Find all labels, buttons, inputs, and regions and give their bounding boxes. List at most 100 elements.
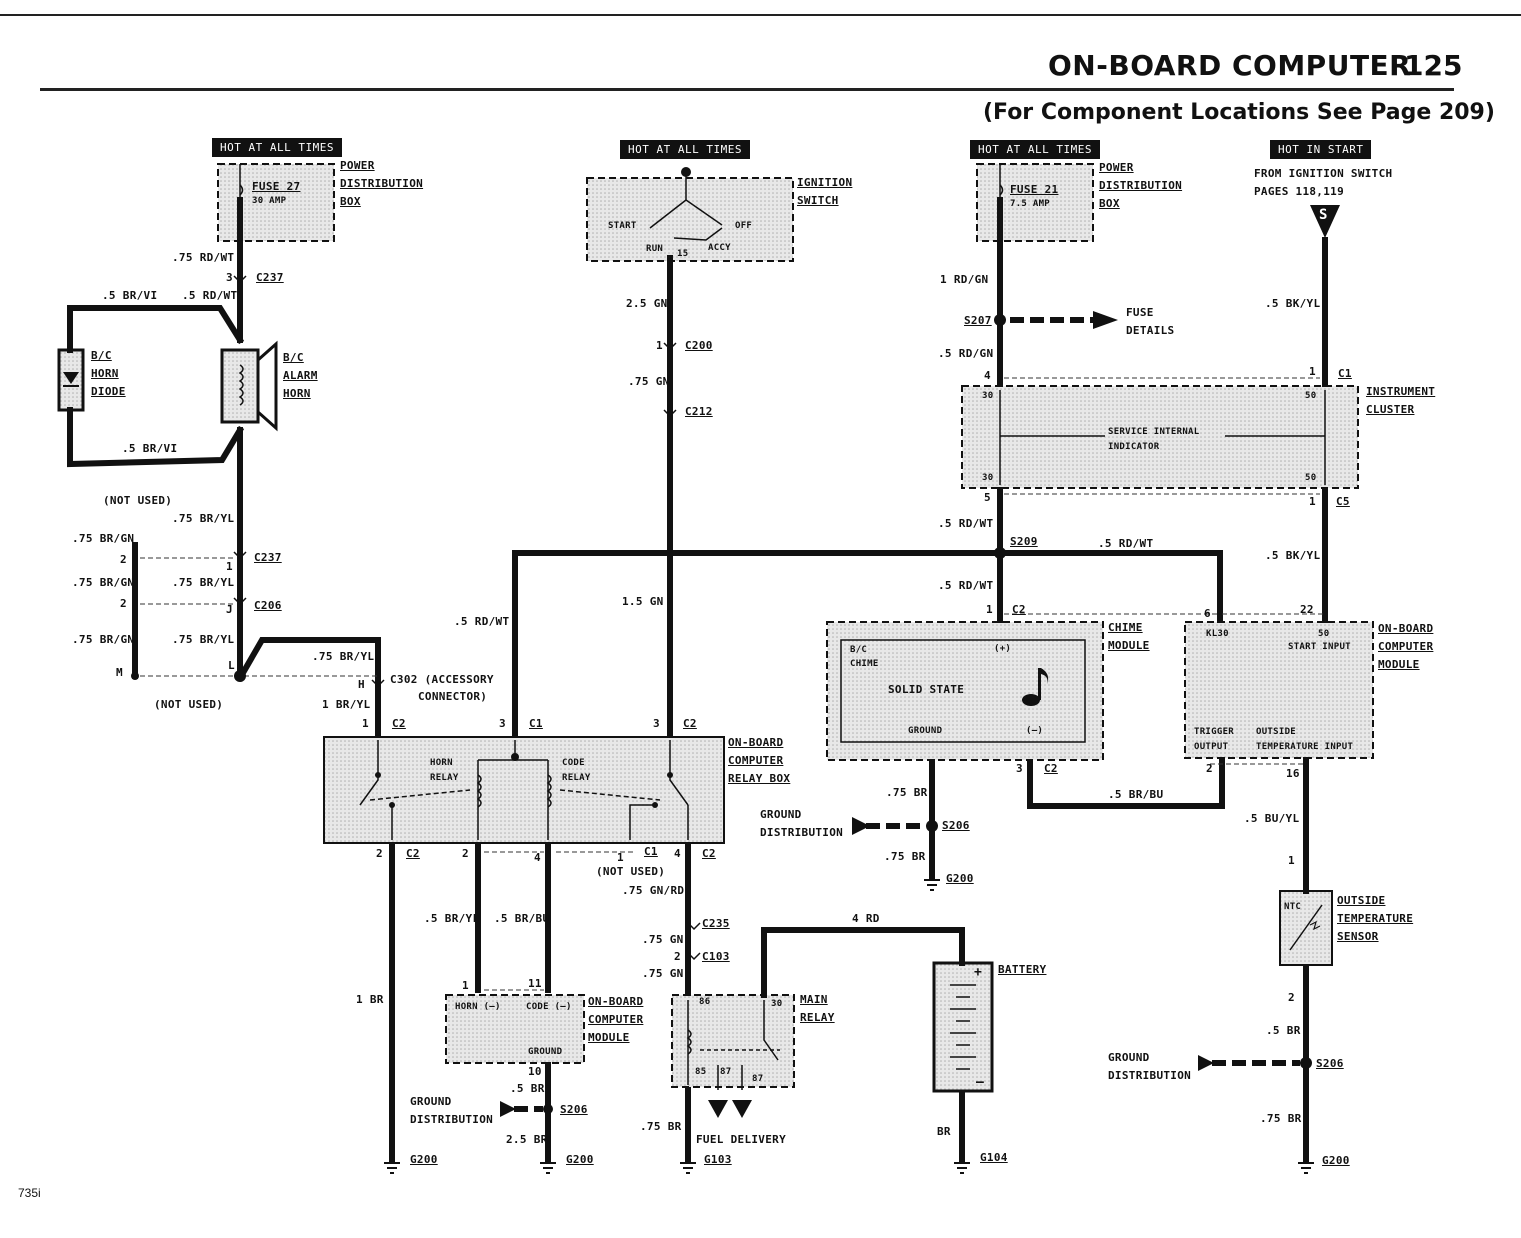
cluster-label-1: INSTRUMENT <box>1366 385 1436 398</box>
obc-trigger-2: OUTPUT <box>1194 742 1229 752</box>
chime-bc-2: CHIME <box>850 659 879 669</box>
obc-kl30: KL30 <box>1206 629 1229 639</box>
wire-label: 4 RD <box>852 912 880 925</box>
pdb-right-label-3: BOX <box>1099 197 1120 210</box>
relay-top-conn: C2 <box>392 717 406 730</box>
obc-right-label-2: COMPUTER <box>1378 640 1434 653</box>
horn-label-3: HORN <box>283 387 311 400</box>
footer-model: 735i <box>18 1186 41 1200</box>
relay-top-pin: 1 <box>362 717 369 730</box>
relay-bottom-pin: 1 <box>617 851 624 864</box>
hot-in-start: HOT IN START <box>1270 140 1372 159</box>
ign-off: OFF <box>735 221 753 231</box>
wire-label: .75 GN/RD <box>622 884 685 897</box>
pin-label: 2 <box>1288 991 1295 1004</box>
relay-top-conn: C2 <box>683 717 697 730</box>
wire-label: .75 BR <box>1260 1112 1302 1125</box>
pin-label: 2 <box>120 553 127 566</box>
pin-label: 16 <box>1286 767 1300 780</box>
ground-g104: G104 <box>980 1151 1008 1164</box>
ground-g200-a: G200 <box>410 1153 438 1166</box>
relay-bottom-pin: 2 <box>376 847 383 860</box>
header-rule <box>40 88 1454 91</box>
hot-at-all-times-3: HOT AT ALL TIMES <box>970 140 1100 159</box>
wire-label: .5 RD/WT <box>1098 537 1154 550</box>
wire-label: .5 BR <box>1266 1024 1301 1037</box>
wire-label: .5 RD/GN <box>938 347 994 360</box>
pin-label: 1 <box>986 603 993 616</box>
chime-minus: (–) <box>1026 726 1044 736</box>
diode-label-3: DIODE <box>91 385 126 398</box>
pin-label: 2 <box>120 597 127 610</box>
horn-relay-2: RELAY <box>430 773 459 783</box>
page-number: 125 <box>1404 49 1463 82</box>
wire-label: .75 BR/GN <box>72 576 135 589</box>
indicator-2: INDICATOR <box>1108 442 1160 452</box>
ground-dist-2: DISTRIBUTION <box>760 826 844 839</box>
wire-label: 1 BR <box>356 993 384 1006</box>
pin-label: L <box>228 659 235 672</box>
fuse-27-amp: 30 AMP <box>252 196 287 206</box>
pin-label: M <box>116 666 123 679</box>
obc-small-label-2: COMPUTER <box>588 1013 644 1026</box>
relay-bottom-pin: 4 <box>674 847 681 860</box>
ground-dist-2: DISTRIBUTION <box>1108 1069 1192 1082</box>
ign-accy: ACCY <box>708 243 731 253</box>
wire-label: 1.5 GN <box>622 595 664 608</box>
pdb-right-label-1: POWER <box>1099 161 1134 174</box>
cluster-pin: 50 <box>1305 391 1317 401</box>
chime-label-1: CHIME <box>1108 621 1143 634</box>
obc-small-label-1: ON-BOARD <box>588 995 644 1008</box>
wire-label: 1 BR/YL <box>322 698 371 711</box>
ignition-label-2: SWITCH <box>797 194 839 207</box>
wire-label: .75 BR <box>886 786 928 799</box>
horn-label-2: ALARM <box>283 369 318 382</box>
obc-outside-2: TEMPERATURE INPUT <box>1256 742 1354 752</box>
pdb-right-box <box>976 163 1094 242</box>
connector-c2: C2 <box>1012 603 1026 616</box>
wire-label: .75 BR/GN <box>72 532 135 545</box>
hot-at-all-times-1: HOT AT ALL TIMES <box>212 138 342 157</box>
wire-label: .5 RD/WT <box>182 289 238 302</box>
ignition-label-1: IGNITION <box>797 176 853 189</box>
sensor-ntc: NTC <box>1284 902 1302 912</box>
not-used-label: (NOT USED) <box>154 698 224 711</box>
wire-label: .5 BR/BU <box>494 912 550 925</box>
code-relay-2: RELAY <box>562 773 591 783</box>
obc-outside-1: OUTSIDE <box>1256 727 1297 737</box>
pin-label: 1 <box>462 979 469 992</box>
relay-bottom-conn: C2 <box>702 847 716 860</box>
wire-label: .75 RD/WT <box>172 251 235 264</box>
sensor-label-3: SENSOR <box>1337 930 1379 943</box>
pin-label: 3 <box>226 271 233 284</box>
cluster-pin: 50 <box>1305 473 1317 483</box>
wire-label: .5 RD/WT <box>454 615 510 628</box>
pin-label: 1 <box>1288 854 1295 867</box>
fuel-delivery: FUEL DELIVERY <box>696 1133 786 1146</box>
pin-label: 1 <box>656 339 663 352</box>
pin-label: 10 <box>528 1065 542 1078</box>
obc-small-horn: HORN (–) <box>455 1002 501 1012</box>
obc-module-right-box <box>1184 621 1374 759</box>
wire-label: .5 BR/BU <box>1108 788 1164 801</box>
music-note-icon <box>1022 668 1049 706</box>
page-subtitle: (For Component Locations See Page 209) <box>983 100 1495 125</box>
pdb-left-label-3: BOX <box>340 195 361 208</box>
main-relay-box <box>671 994 795 1088</box>
relay-top-pin: 3 <box>653 717 660 730</box>
obc-small-ground: GROUND <box>528 1047 563 1057</box>
relay-box-label-1: ON-BOARD <box>728 736 784 749</box>
connector-c237-a: C237 <box>256 271 284 284</box>
connector-c5: C5 <box>1336 495 1350 508</box>
from-ignition-2: PAGES 118,119 <box>1254 185 1344 198</box>
splice-s209: S209 <box>1010 535 1038 548</box>
from-ignition-1: FROM IGNITION SWITCH <box>1254 167 1393 180</box>
code-relay-1: CODE <box>562 758 585 768</box>
connector-c302: C302 (ACCESSORY <box>390 673 494 686</box>
horn-relay-1: HORN <box>430 758 453 768</box>
wire-label: 2.5 GN <box>626 297 668 310</box>
relay-pin-87b: 87 <box>752 1074 764 1084</box>
sensor-label-2: TEMPERATURE <box>1337 912 1414 925</box>
not-used-label: (NOT USED) <box>596 865 666 878</box>
